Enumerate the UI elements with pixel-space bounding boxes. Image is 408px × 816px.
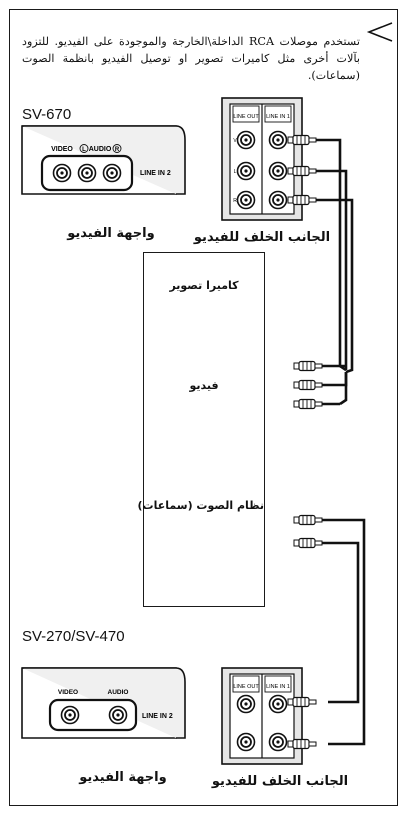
front-top-line-in: LINE IN 2 [140, 170, 171, 177]
model-label-top: SV-670 [22, 106, 72, 123]
front-bottom-video-label: VIDEO [58, 689, 78, 696]
front-top-audio-r: R [115, 147, 120, 153]
caption-front-top: واجهة الفيديو [67, 226, 155, 241]
rear-bottom-line-out: LINE OUT [233, 684, 259, 690]
device-label-audio-system: نظام الصوت (سماعات) [137, 499, 264, 512]
bottom-cable-bundle [322, 518, 366, 746]
model-label-bottom: SV-270/SV-470 [22, 628, 125, 645]
rear-bottom-line-in: LINE IN 1 [266, 684, 290, 690]
rear-top-mark-l: L [234, 169, 237, 175]
page-frame [9, 9, 398, 806]
cable-plug [287, 134, 317, 146]
caption-rear-top: الجانب الخلف للفيديو [193, 230, 331, 245]
device-label-camcorder: كاميرا تصوير [169, 279, 239, 292]
pointer-arrow-icon [366, 22, 393, 42]
external-devices-box: كاميرا تصوير فيديو نظام الصوت (سماعات) [137, 252, 265, 607]
intro-paragraph: تستخدم موصلات RCA الداخلة\الخارجة والموج… [22, 35, 360, 83]
cable-plug [287, 194, 317, 206]
cable-plug [293, 360, 323, 372]
rear-top-line-in: LINE IN 1 [266, 114, 290, 120]
cable-plug [293, 514, 323, 526]
front-panel-bottom [21, 667, 186, 739]
top-cable-bundle [316, 138, 354, 406]
device-label-vcr: فيديو [189, 379, 219, 392]
rear-top-line-out: LINE OUT [233, 114, 259, 120]
cable-plug [287, 696, 317, 708]
cable-plug [287, 738, 317, 750]
rear-top-mark-v: V [233, 138, 237, 144]
front-top-video-label: VIDEO [51, 146, 73, 153]
caption-front-bottom: واجهة الفيديو [79, 770, 167, 785]
cable-plug [293, 379, 323, 391]
front-bottom-line-in: LINE IN 2 [142, 713, 173, 720]
rear-panel-top [221, 97, 303, 221]
front-panel-top [21, 125, 186, 195]
front-bottom-audio-label: AUDIO [108, 689, 129, 696]
cable-plug [287, 165, 317, 177]
rear-top-mark-r: R [233, 198, 237, 204]
front-top-audio-label: AUDIO [89, 146, 112, 153]
cable-plug [293, 398, 323, 410]
cable-plug [293, 537, 323, 549]
front-top-audio-l: L [82, 147, 86, 153]
rear-panel-bottom [221, 667, 303, 765]
caption-rear-bottom: الجانب الخلف للفيديو [211, 774, 349, 789]
